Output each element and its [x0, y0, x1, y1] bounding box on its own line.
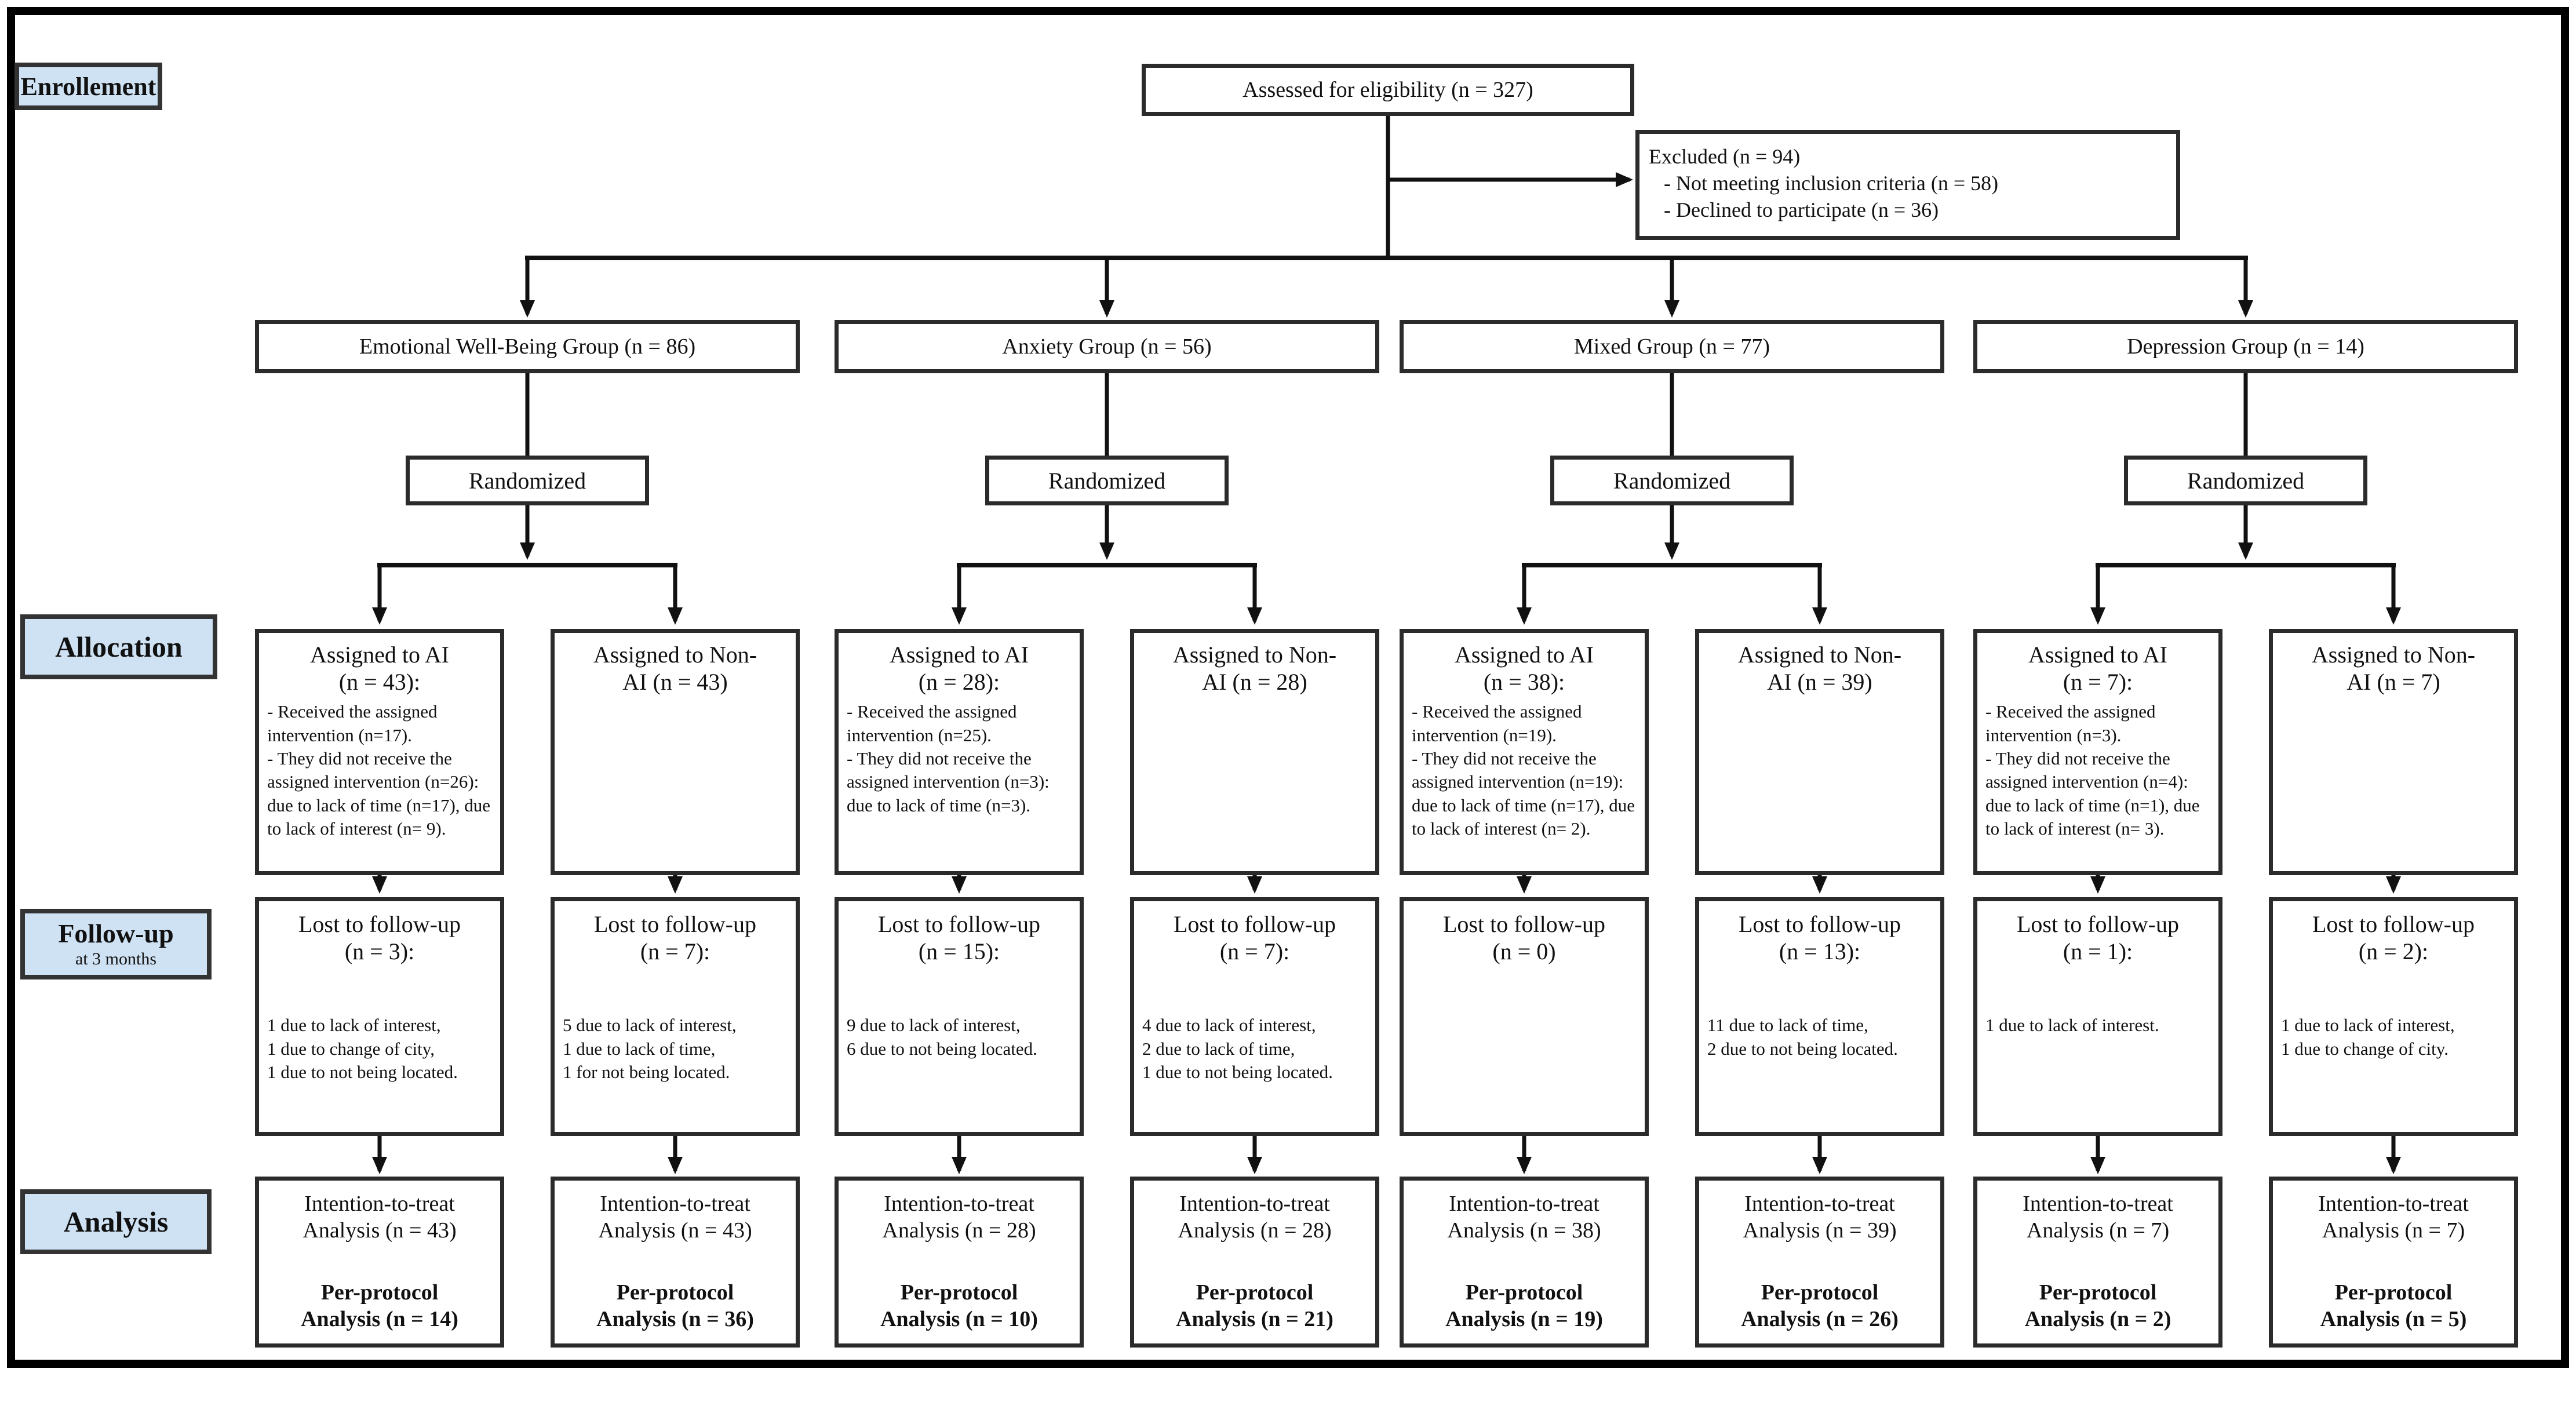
assessed-eligibility-box: Assessed for eligibility (n = 327)	[1142, 64, 1634, 116]
followup-title: Lost to follow-up (n = 7):	[1174, 911, 1336, 965]
followup-title: Lost to follow-up (n = 13):	[1739, 911, 1901, 965]
followup-box-8: Lost to follow-up (n = 2): 1 due to lack…	[2269, 897, 2518, 1136]
group-box-mixed: Mixed Group (n = 77)	[1400, 320, 1944, 373]
group-title: Depression Group (n = 14)	[2127, 334, 2364, 359]
per-protocol-text: Per-protocol Analysis (n = 19)	[1445, 1280, 1603, 1331]
section-label-followup: Follow-up at 3 months	[20, 909, 212, 979]
randomized-box-2: Randomized	[985, 456, 1229, 505]
analysis-box-2: Intention-to-treat Analysis (n = 43) Per…	[551, 1177, 800, 1348]
allocation-title: Assigned to Non- AI (n = 39)	[1737, 642, 1902, 695]
section-label-enrollment: Enrollement	[14, 63, 162, 110]
followup-box-7: Lost to follow-up (n = 1): 1 due to lack…	[1973, 897, 2222, 1136]
analysis-label-text: Analysis	[63, 1206, 169, 1238]
followup-label-subtext: at 3 months	[75, 949, 156, 968]
followup-box-4: Lost to follow-up (n = 7): 4 due to lack…	[1130, 897, 1379, 1136]
itt-analysis-text: Intention-to-treat Analysis (n = 28)	[1178, 1192, 1332, 1243]
randomized-text: Randomized	[468, 467, 586, 494]
group-box-emotional-well-being: Emotional Well-Being Group (n = 86)	[255, 320, 800, 373]
followup-detail: 1 due to lack of interest.	[1985, 1015, 2159, 1036]
allocation-box-nonai-4: Assigned to Non- AI (n = 7)	[2269, 629, 2518, 875]
followup-box-3: Lost to follow-up (n = 15): 9 due to lac…	[835, 897, 1084, 1136]
allocation-box-ai-3: Assigned to AI (n = 38): - Received the …	[1400, 629, 1649, 875]
itt-analysis-text: Intention-to-treat Analysis (n = 7)	[2318, 1192, 2469, 1243]
allocation-detail: - Received the assigned intervention (n=…	[847, 701, 1050, 815]
allocation-box-ai-1: Assigned to AI (n = 43): - Received the …	[255, 629, 504, 875]
followup-detail: 1 due to lack of interest, 1 due to chan…	[267, 1015, 458, 1082]
followup-title: Lost to follow-up (n = 0)	[1443, 911, 1605, 965]
followup-box-1: Lost to follow-up (n = 3): 1 due to lack…	[255, 897, 504, 1136]
allocation-box-nonai-1: Assigned to Non- AI (n = 43)	[551, 629, 800, 875]
enrollment-label-text: Enrollement	[20, 72, 156, 101]
per-protocol-text: Per-protocol Analysis (n = 26)	[1741, 1280, 1899, 1331]
allocation-box-nonai-2: Assigned to Non- AI (n = 28)	[1130, 629, 1379, 875]
allocation-detail: - Received the assigned intervention (n=…	[267, 701, 491, 839]
randomized-text: Randomized	[1048, 467, 1166, 494]
allocation-detail: - Received the assigned intervention (n=…	[1985, 701, 2200, 839]
itt-analysis-text: Intention-to-treat Analysis (n = 39)	[1743, 1192, 1897, 1243]
per-protocol-text: Per-protocol Analysis (n = 21)	[1176, 1280, 1333, 1331]
allocation-title: Assigned to AI (n = 28):	[890, 642, 1029, 695]
analysis-box-6: Intention-to-treat Analysis (n = 39) Per…	[1695, 1177, 1944, 1348]
randomized-text: Randomized	[1613, 467, 1731, 494]
analysis-box-7: Intention-to-treat Analysis (n = 7) Per-…	[1973, 1177, 2222, 1348]
assessed-text: Assessed for eligibility (n = 327)	[1243, 78, 1533, 102]
per-protocol-text: Per-protocol Analysis (n = 2)	[2024, 1280, 2171, 1331]
followup-title: Lost to follow-up (n = 7):	[594, 911, 756, 965]
group-title: Emotional Well-Being Group (n = 86)	[359, 334, 696, 359]
analysis-box-8: Intention-to-treat Analysis (n = 7) Per-…	[2269, 1177, 2518, 1348]
allocation-label-text: Allocation	[55, 631, 183, 663]
followup-detail: 5 due to lack of interest, 1 due to lack…	[563, 1015, 737, 1082]
excluded-reasons: - Not meeting inclusion criteria (n = 58…	[1664, 172, 1999, 222]
allocation-title: Assigned to Non- AI (n = 7)	[2311, 642, 2476, 695]
followup-title: Lost to follow-up (n = 15):	[878, 911, 1040, 965]
analysis-box-4: Intention-to-treat Analysis (n = 28) Per…	[1130, 1177, 1379, 1348]
allocation-box-nonai-3: Assigned to Non- AI (n = 39)	[1695, 629, 1944, 875]
randomized-box-1: Randomized	[406, 456, 649, 505]
analysis-box-5: Intention-to-treat Analysis (n = 38) Per…	[1400, 1177, 1649, 1348]
followup-detail: 1 due to lack of interest, 1 due to chan…	[2281, 1015, 2455, 1059]
per-protocol-text: Per-protocol Analysis (n = 36)	[596, 1280, 754, 1331]
allocation-title: Assigned to AI (n = 43):	[310, 642, 449, 695]
group-title: Anxiety Group (n = 56)	[1002, 334, 1212, 359]
allocation-title: Assigned to AI (n = 7):	[2028, 642, 2167, 695]
excluded-title: Excluded (n = 94)	[1649, 145, 1801, 168]
followup-box-2: Lost to follow-up (n = 7): 5 due to lack…	[551, 897, 800, 1136]
analysis-box-1: Intention-to-treat Analysis (n = 43) Per…	[255, 1177, 504, 1348]
itt-analysis-text: Intention-to-treat Analysis (n = 43)	[303, 1192, 457, 1243]
allocation-title: Assigned to Non- AI (n = 28)	[1172, 642, 1337, 695]
section-label-analysis: Analysis	[20, 1189, 212, 1254]
allocation-box-ai-4: Assigned to AI (n = 7): - Received the a…	[1973, 629, 2222, 875]
excluded-box: Excluded (n = 94) - Not meeting inclusio…	[1635, 130, 2180, 240]
group-title: Mixed Group (n = 77)	[1573, 334, 1770, 359]
followup-label-text: Follow-up	[58, 919, 174, 948]
figure-border	[7, 7, 2569, 1368]
followup-detail: 4 due to lack of interest, 2 due to lack…	[1142, 1015, 1333, 1082]
followup-detail: 11 due to lack of time, 2 due to not bei…	[1707, 1015, 1898, 1059]
allocation-title: Assigned to Non- AI (n = 43)	[593, 642, 757, 695]
followup-title: Lost to follow-up (n = 3):	[298, 911, 461, 965]
itt-analysis-text: Intention-to-treat Analysis (n = 7)	[2023, 1192, 2173, 1243]
group-box-anxiety: Anxiety Group (n = 56)	[835, 320, 1379, 373]
followup-detail: 9 due to lack of interest, 6 due to not …	[847, 1015, 1037, 1059]
per-protocol-text: Per-protocol Analysis (n = 5)	[2320, 1280, 2467, 1331]
allocation-title: Assigned to AI (n = 38):	[1455, 642, 1594, 695]
allocation-box-ai-2: Assigned to AI (n = 28): - Received the …	[835, 629, 1084, 875]
itt-analysis-text: Intention-to-treat Analysis (n = 28)	[882, 1192, 1036, 1243]
followup-box-5: Lost to follow-up (n = 0)	[1400, 897, 1649, 1136]
analysis-box-3: Intention-to-treat Analysis (n = 28) Per…	[835, 1177, 1084, 1348]
section-label-allocation: Allocation	[20, 614, 217, 679]
followup-box-6: Lost to follow-up (n = 13): 11 due to la…	[1695, 897, 1944, 1136]
per-protocol-text: Per-protocol Analysis (n = 10)	[880, 1280, 1038, 1331]
followup-title: Lost to follow-up (n = 1):	[2017, 911, 2179, 965]
followup-title: Lost to follow-up (n = 2):	[2312, 911, 2475, 965]
randomized-text: Randomized	[2187, 467, 2305, 494]
itt-analysis-text: Intention-to-treat Analysis (n = 38)	[1447, 1192, 1601, 1243]
group-box-depression: Depression Group (n = 14)	[1973, 320, 2518, 373]
allocation-detail: - Received the assigned intervention (n=…	[1412, 701, 1635, 839]
per-protocol-text: Per-protocol Analysis (n = 14)	[301, 1280, 458, 1331]
itt-analysis-text: Intention-to-treat Analysis (n = 43)	[598, 1192, 752, 1243]
randomized-box-4: Randomized	[2124, 456, 2367, 505]
randomized-box-3: Randomized	[1550, 456, 1794, 505]
